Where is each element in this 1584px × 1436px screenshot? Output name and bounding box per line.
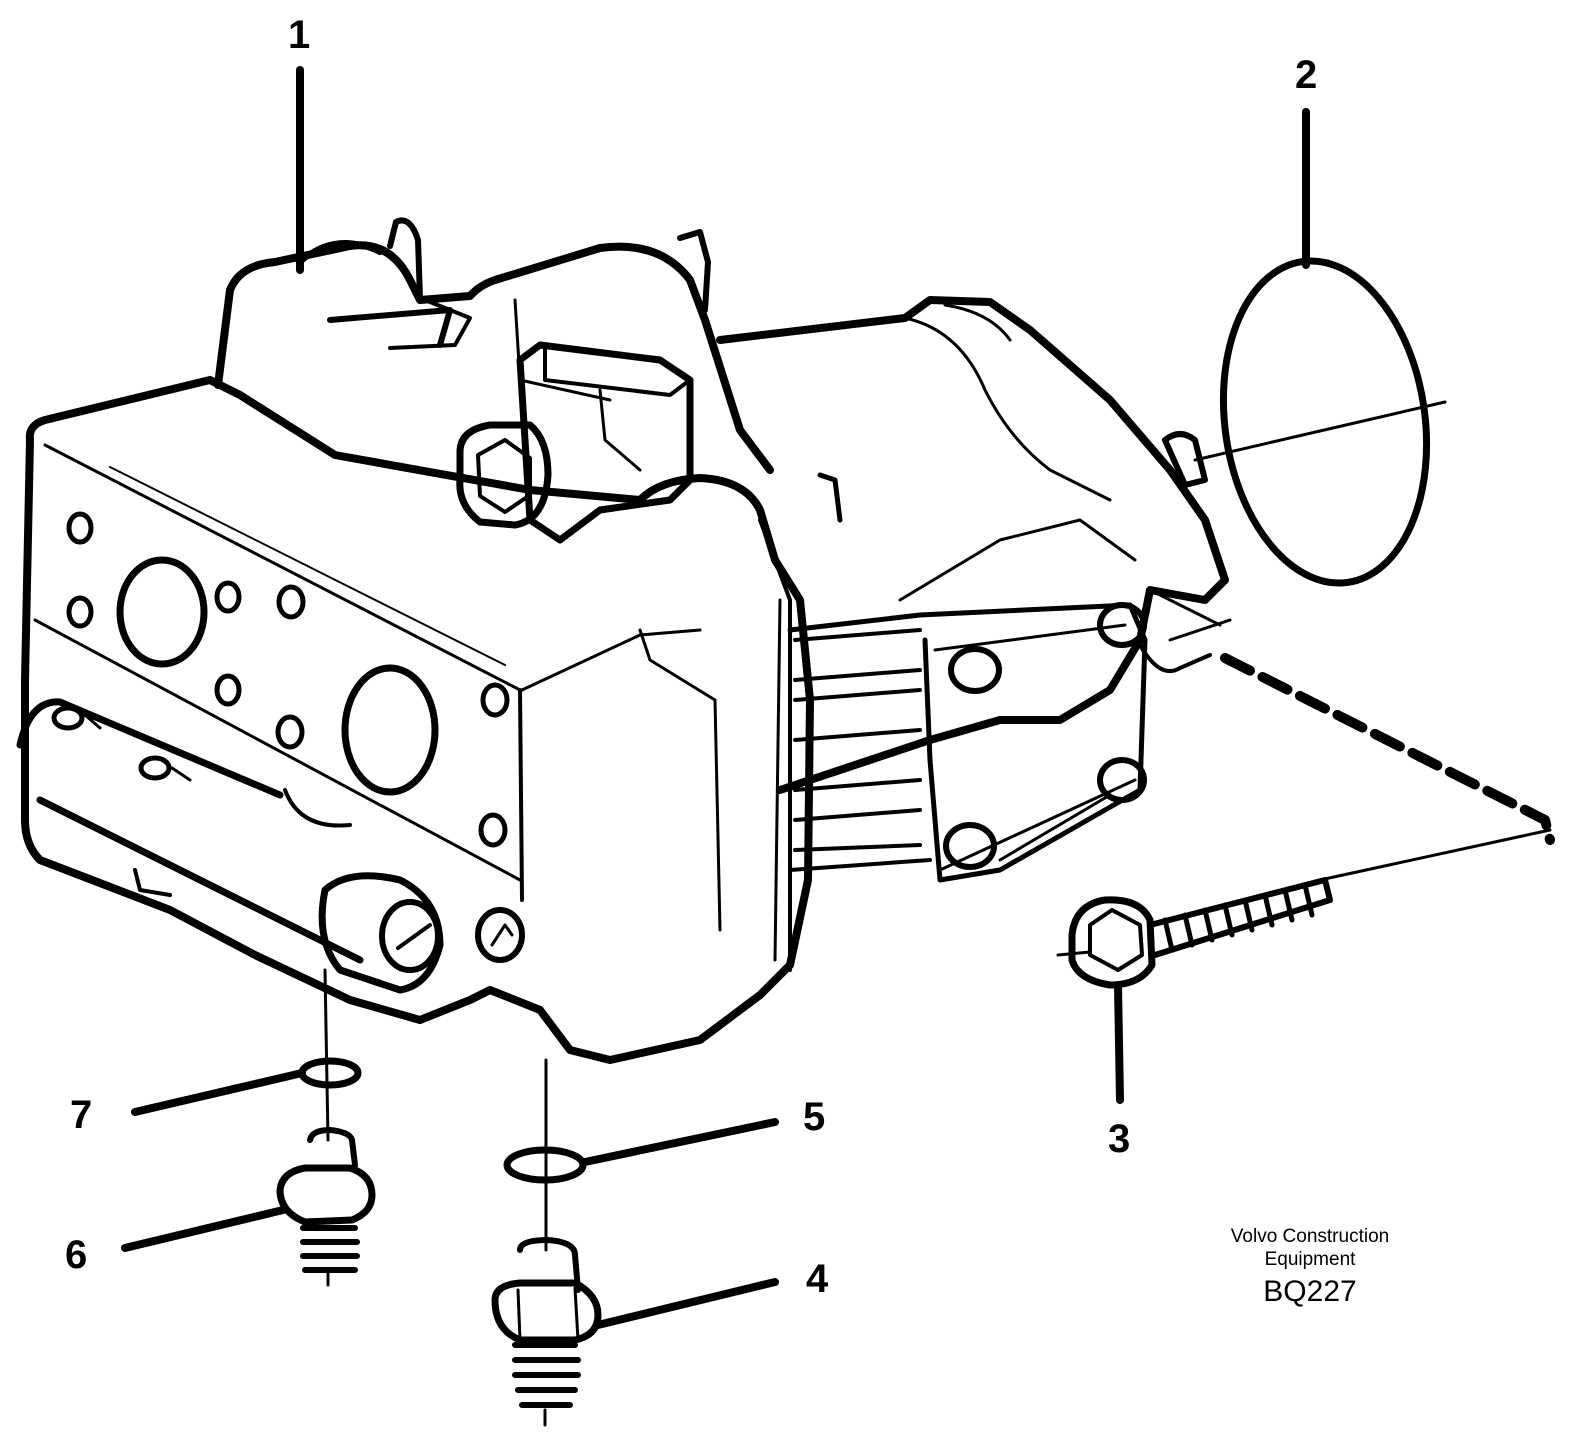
drain-plug-6 [276,968,376,1287]
cover-bolt [1097,757,1147,803]
leader-lines [121,66,1310,1329]
figure-code: BQ227 [1263,1274,1357,1308]
callout-7: 7 [70,1093,92,1137]
large-port-upper [116,556,208,668]
leader-4 [594,1278,779,1329]
callout-1: 1 [288,13,310,57]
manufacturer-credit: Volvo Construction Equipment BQ227 [1205,1226,1415,1310]
leader-3 [1114,981,1124,1104]
cover-bolt [943,822,997,870]
lower-boss-caps [318,872,525,994]
seal-washer-7 [298,1057,362,1089]
credit-line-1: Volvo Construction [1230,1226,1390,1247]
leader-5 [581,1118,779,1166]
lower-gallery [16,698,364,964]
callout-6: 6 [65,1233,87,1277]
dashed-connector [1220,653,1555,845]
o-ring-axis [1193,400,1447,462]
cover-bolt [948,646,1002,694]
credit-line-2: Equipment [1264,1248,1356,1270]
top-boss-left [214,241,774,474]
valve-block [516,341,694,544]
callout-labels: 1 2 3 4 5 6 7 [65,13,1317,1301]
o-ring [1219,257,1431,587]
front-block [21,376,814,1064]
callout-4: 4 [806,1257,829,1301]
callout-3: 3 [1108,1117,1130,1161]
callout-2: 2 [1295,53,1317,97]
leader-6 [121,1206,287,1252]
top-hex-plug [456,421,552,529]
large-port-lower [341,664,439,796]
drain-plug-4 [491,1058,602,1427]
rear-motor-body [716,296,1229,794]
cover-bolt [1097,602,1147,648]
callout-5: 5 [803,1095,825,1139]
leader-7 [131,1069,306,1116]
pump-housing [16,217,1232,1064]
screw [1056,877,1333,989]
